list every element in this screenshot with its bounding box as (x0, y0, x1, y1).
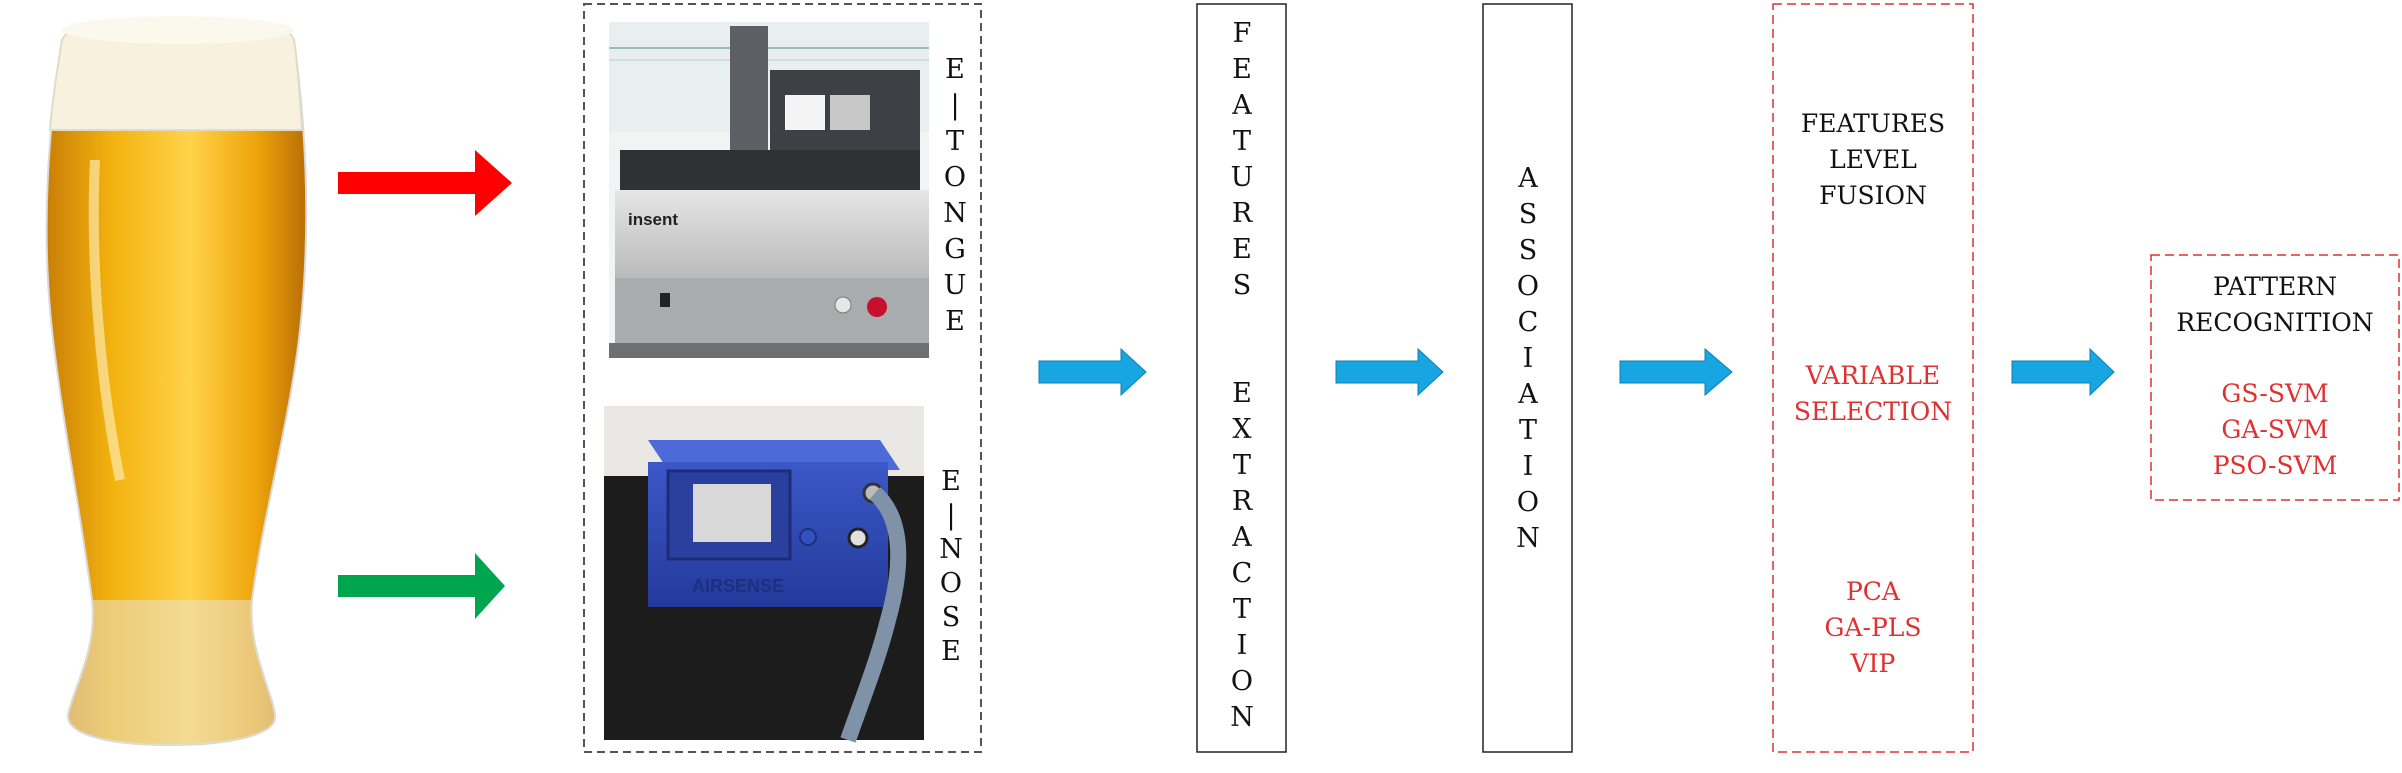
letter: S (1232, 270, 1252, 301)
letter: E (1232, 54, 1252, 85)
pattern-method-gs-svm: GS-SVM (2221, 379, 2329, 408)
letter: E (1232, 378, 1252, 409)
letter: T (1232, 450, 1251, 481)
e-tongue-photo (609, 22, 929, 358)
letter: O (1516, 487, 1540, 518)
variable-selection-line-1: VARIABLE (1805, 361, 1941, 390)
letter: O (1516, 271, 1540, 302)
beer-glass-image (45, 16, 308, 747)
letter: I (1522, 451, 1534, 482)
letter: E (941, 466, 961, 497)
pattern-title-line-2: RECOGNITION (2176, 308, 2374, 337)
letter: F (1232, 18, 1252, 49)
fusion-method-ga-pls: GA-PLS (1824, 613, 1922, 642)
letter: R (1231, 198, 1253, 229)
letter: E (945, 306, 965, 337)
letter: | (946, 500, 956, 531)
red-arrow (338, 150, 512, 216)
pattern-dashed-box (2150, 254, 2400, 501)
blue-arrow-3 (1619, 347, 1733, 397)
letter: O (943, 162, 967, 193)
letter: X (1232, 414, 1252, 445)
letter: A (1232, 90, 1252, 121)
letter: S (1518, 199, 1538, 230)
letter: N (1516, 523, 1540, 554)
letter: O (1230, 666, 1254, 697)
fusion-title-line-3: FUSION (1819, 181, 1927, 210)
pattern-methods-list: GS-SVM GA-SVM PSO-SVM (2151, 376, 2399, 484)
letter: N (939, 534, 963, 565)
letter: U (1230, 162, 1254, 193)
fusion-dashed-box (1772, 3, 1974, 753)
letter: A (1518, 379, 1538, 410)
letter: A (1232, 522, 1252, 553)
letter: N (943, 198, 967, 229)
letter: A (1518, 163, 1538, 194)
letter: S (941, 602, 961, 633)
letter: T (945, 126, 964, 157)
letter: | (950, 90, 960, 121)
letter: G (944, 234, 966, 265)
letter: E (941, 636, 961, 667)
letter: E (945, 54, 965, 85)
letter: I (1522, 343, 1534, 374)
pattern-title-line-1: PATTERN (2213, 272, 2337, 301)
letter: C (1231, 558, 1253, 589)
letter: T (1232, 594, 1251, 625)
blue-arrow-1 (1038, 347, 1147, 397)
e-nose-brand-text: AIRSENSE (692, 576, 784, 596)
instruments-dashed-box (583, 3, 982, 753)
letter: T (1518, 415, 1537, 446)
association-box (1482, 3, 1573, 753)
variable-selection-text: VARIABLE SELECTION (1773, 358, 1973, 430)
letter: N (1230, 702, 1254, 733)
blue-arrow-4 (2011, 347, 2115, 397)
letter: E (1232, 234, 1252, 265)
variable-selection-line-2: SELECTION (1793, 397, 1953, 426)
fusion-method-pca: PCA (1845, 577, 1900, 606)
letter: R (1231, 486, 1253, 517)
letter: U (943, 270, 967, 301)
fusion-method-vip: VIP (1850, 649, 1896, 678)
letter: I (1236, 630, 1248, 661)
pattern-title: PATTERN RECOGNITION (2151, 269, 2399, 341)
fusion-title-line-1: FEATURES (1800, 109, 1946, 138)
letter: C (1517, 307, 1539, 338)
features-extraction-box (1196, 3, 1287, 753)
letter: O (939, 568, 963, 599)
pattern-method-ga-svm: GA-SVM (2221, 415, 2329, 444)
green-arrow (338, 553, 505, 619)
letter: S (1518, 235, 1538, 266)
e-tongue-brand-text: insent (628, 210, 678, 229)
fusion-title: FEATURES LEVEL FUSION (1773, 106, 1973, 214)
fusion-methods-list: PCA GA-PLS VIP (1773, 574, 1973, 682)
blue-arrow-2 (1335, 347, 1444, 397)
fusion-title-line-2: LEVEL (1829, 145, 1917, 174)
pattern-method-pso-svm: PSO-SVM (2212, 451, 2338, 480)
letter: T (1232, 126, 1251, 157)
e-nose-photo (604, 406, 924, 743)
